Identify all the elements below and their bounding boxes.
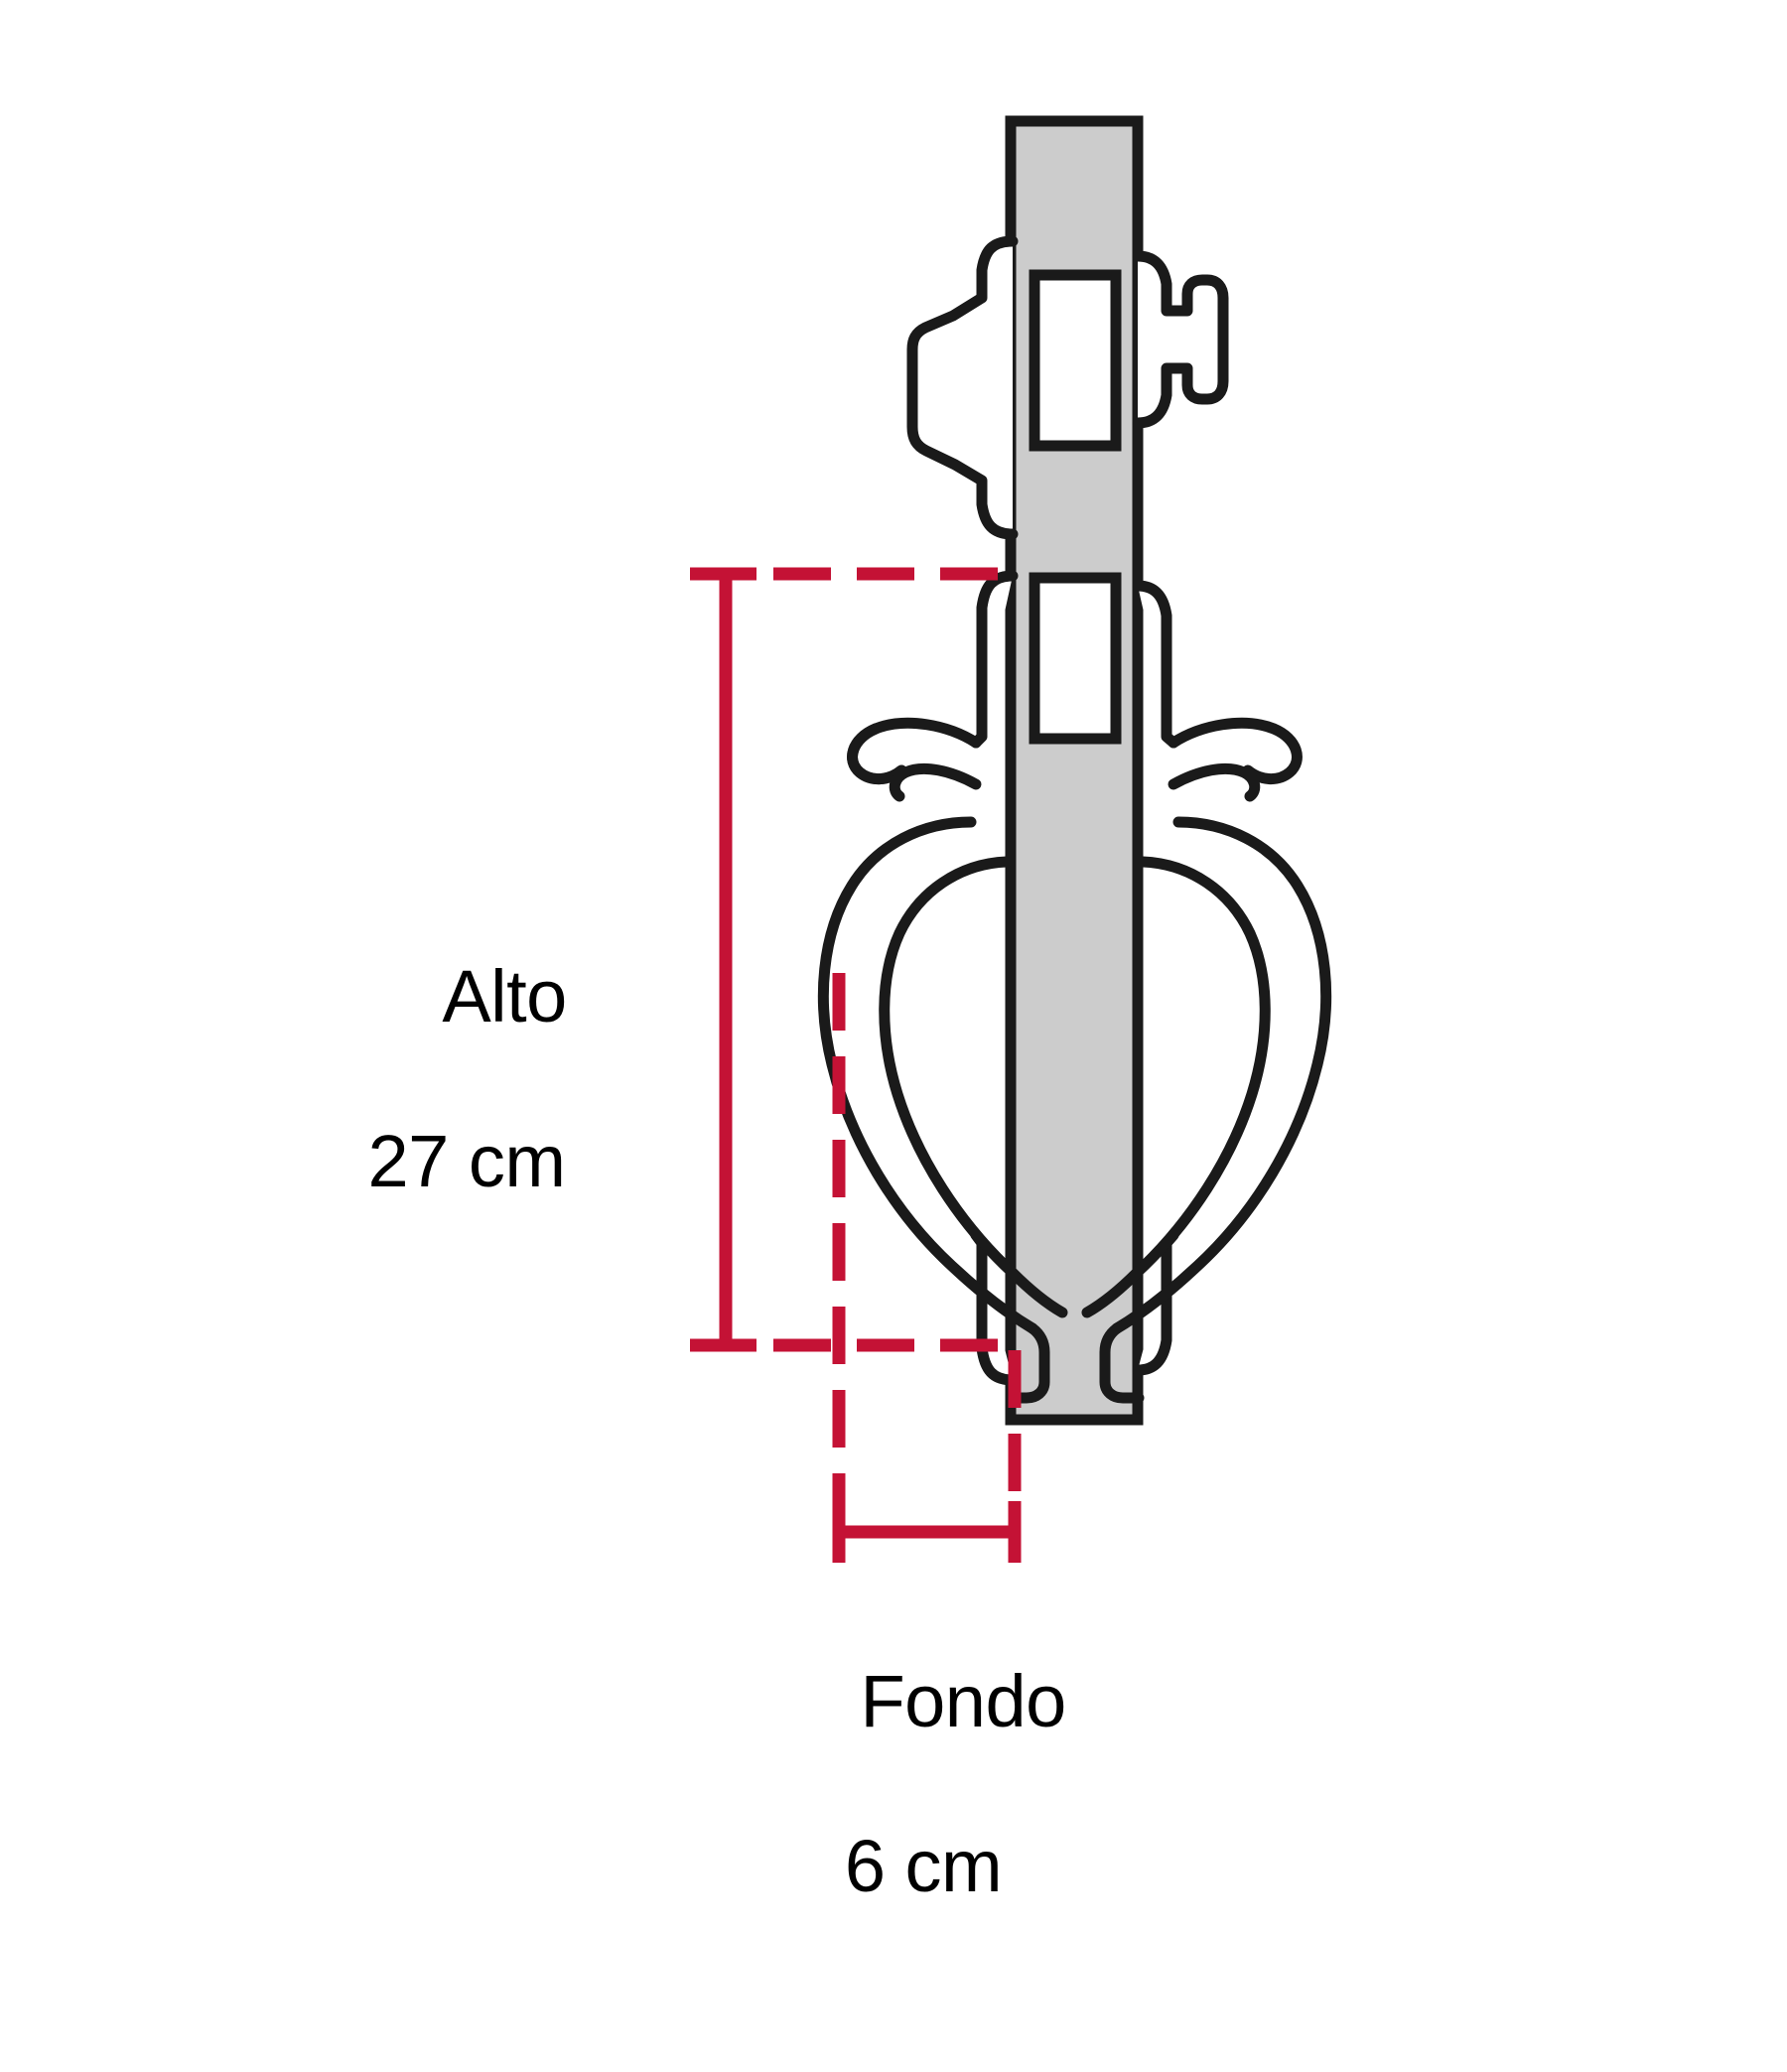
spindle-cutout — [1029, 572, 1122, 745]
handle-right-scroll-detail — [1168, 762, 1261, 802]
ornate-pull-handle-left — [817, 717, 1068, 1404]
ornate-pull-handle-right — [1081, 717, 1332, 1404]
handle-left-bowl-inner — [879, 856, 1068, 1318]
alto-dimension-label: Alto 27 cm — [298, 874, 635, 1367]
handle-right-foot — [1099, 1322, 1145, 1404]
handle-left-foot — [1005, 1322, 1050, 1404]
cylinder-cutout-rect — [1029, 269, 1122, 452]
thumbturn-outline — [1132, 250, 1229, 429]
alto-label-name: Alto — [442, 954, 567, 1037]
diagram-canvas: Alto 27 cm Fondo 6 cm — [298, 115, 1332, 1907]
handle-right-bowl-inner — [1081, 856, 1271, 1318]
thumbturn-knob — [1132, 250, 1229, 429]
handle-escutcheon — [970, 570, 1179, 1386]
handle-left-scroll-detail — [889, 762, 982, 802]
alto-dimension — [690, 567, 1015, 1352]
handle-plate-right-upper — [1132, 580, 1179, 749]
cylinder-escutcheon-outline — [906, 235, 1019, 540]
handle-plate-left-upper — [970, 570, 1019, 749]
lock-dimension-drawing — [690, 115, 1332, 1563]
fondo-dimension — [832, 973, 1022, 1563]
cylinder-escutcheon — [906, 235, 1019, 540]
handle-right-scroll-outer — [1168, 717, 1303, 784]
alto-label-value: 27 cm — [367, 1119, 566, 1202]
spindle-cutout-rect — [1029, 572, 1122, 745]
fondo-dimension-label: Fondo 6 cm — [755, 1579, 1092, 2072]
handle-right-bowl-outer — [1111, 816, 1332, 1334]
fondo-label-name: Fondo — [860, 1659, 1066, 1742]
handle-left-scroll-inner — [847, 723, 907, 784]
fondo-label-value: 6 cm — [844, 1824, 1003, 1907]
handle-left-bowl-outer — [817, 816, 1038, 1334]
cylinder-cutout — [1029, 269, 1122, 452]
